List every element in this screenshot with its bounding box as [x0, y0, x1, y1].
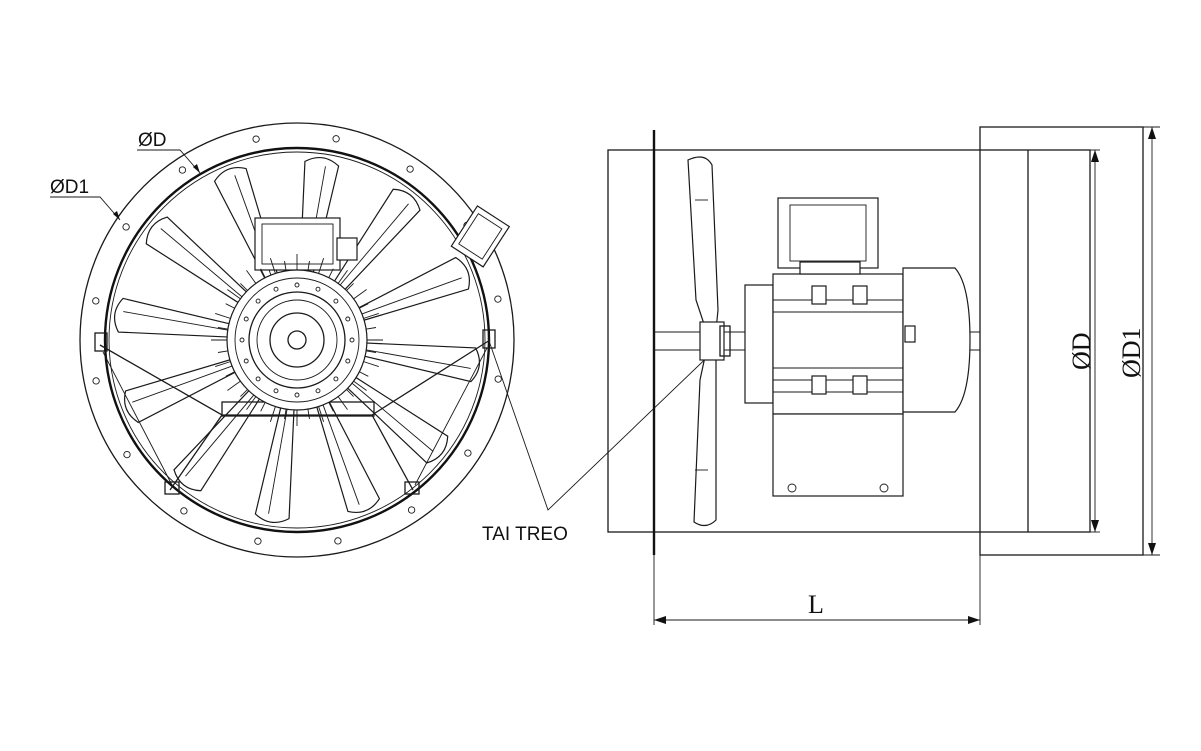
hub-bolt — [315, 388, 321, 394]
blade — [329, 188, 421, 296]
bolt-hole — [464, 449, 472, 457]
outer-flange-ring — [79, 122, 515, 558]
diameter-outer-leader — [50, 196, 121, 221]
blade — [124, 356, 243, 424]
cooling-fin — [246, 270, 258, 286]
blade — [313, 394, 381, 513]
motor-side — [744, 197, 971, 497]
length-label: L — [808, 590, 824, 619]
side-view — [607, 126, 1160, 625]
cooling-fin — [215, 360, 233, 368]
cooling-fin — [269, 404, 277, 422]
blade — [356, 342, 481, 383]
bolt-hole — [407, 506, 416, 514]
bolt-hole — [92, 297, 100, 305]
hub-bolt — [333, 376, 339, 382]
hub-bolt — [243, 358, 249, 364]
diameter-leader — [137, 149, 201, 174]
bolt-hole — [180, 507, 188, 515]
hub-bolt — [243, 316, 249, 322]
cooling-fin — [246, 394, 258, 410]
hub-bolt — [239, 337, 245, 343]
side-diameter-outer-dimension — [1143, 126, 1160, 556]
side-junction-box — [450, 205, 511, 268]
bolt-hole — [254, 537, 262, 545]
diameter-label: ØD — [138, 130, 167, 151]
side-diameter-label: ØD — [1067, 332, 1096, 370]
bolt-hole — [406, 165, 414, 173]
hub-bolt — [255, 298, 261, 304]
bolt-hole — [332, 135, 340, 143]
shaft — [287, 330, 307, 350]
blade — [145, 216, 253, 308]
terminal-box — [254, 217, 358, 271]
bolt-hole — [123, 450, 131, 459]
side-diameter-outer-label: ØD1 — [1117, 327, 1146, 378]
tie-rod-label: TAI TREO — [482, 524, 568, 545]
length-dimension — [653, 555, 981, 625]
cooling-fin — [361, 360, 379, 368]
blade — [113, 297, 238, 338]
cooling-fin — [317, 404, 325, 422]
bolt-hole — [178, 166, 187, 174]
cooling-fin — [227, 289, 243, 301]
hub-bolt — [333, 298, 339, 304]
impeller-blade-side — [687, 156, 731, 527]
bolt-hole — [92, 377, 100, 385]
bolt-hole — [494, 295, 502, 303]
blade — [351, 256, 470, 324]
hub-bolt — [294, 392, 300, 398]
bolt-hole — [494, 375, 502, 383]
hub-bolt — [345, 358, 351, 364]
cooling-fin — [227, 379, 243, 391]
cooling-fin — [215, 312, 233, 320]
bolt-hole — [252, 135, 260, 143]
tie-rod-leader — [487, 337, 721, 511]
hub-bolt — [294, 282, 300, 288]
hub-bolt — [273, 286, 279, 292]
hub-bolt — [273, 388, 279, 394]
bolt-hole — [122, 223, 130, 231]
cooling-fin — [269, 258, 277, 276]
hub-bolt — [315, 286, 321, 292]
diameter-outer-label: ØD1 — [50, 177, 89, 198]
front-view — [50, 122, 721, 558]
hub-bolt — [349, 337, 355, 343]
flange-bolt-holes — [92, 135, 502, 545]
cooling-fin — [351, 379, 367, 391]
cooling-fin — [351, 289, 367, 301]
cooling-fin — [336, 270, 348, 286]
casing-body — [607, 149, 1091, 533]
cooling-fin — [361, 312, 379, 320]
hub-bolts — [239, 282, 355, 398]
inner-casing-ring-edge — [108, 151, 486, 529]
bolt-hole — [334, 537, 342, 545]
impeller-blades — [113, 156, 481, 524]
side-diameter-dimension — [1090, 149, 1100, 533]
outlet-flange — [979, 126, 1144, 556]
cooling-fin — [317, 258, 325, 276]
cooling-fin — [336, 394, 348, 410]
hub-bolt — [345, 316, 351, 322]
blade — [173, 384, 265, 492]
blade — [254, 399, 295, 524]
hub-bolt — [255, 376, 261, 382]
motor-housing — [226, 269, 368, 411]
